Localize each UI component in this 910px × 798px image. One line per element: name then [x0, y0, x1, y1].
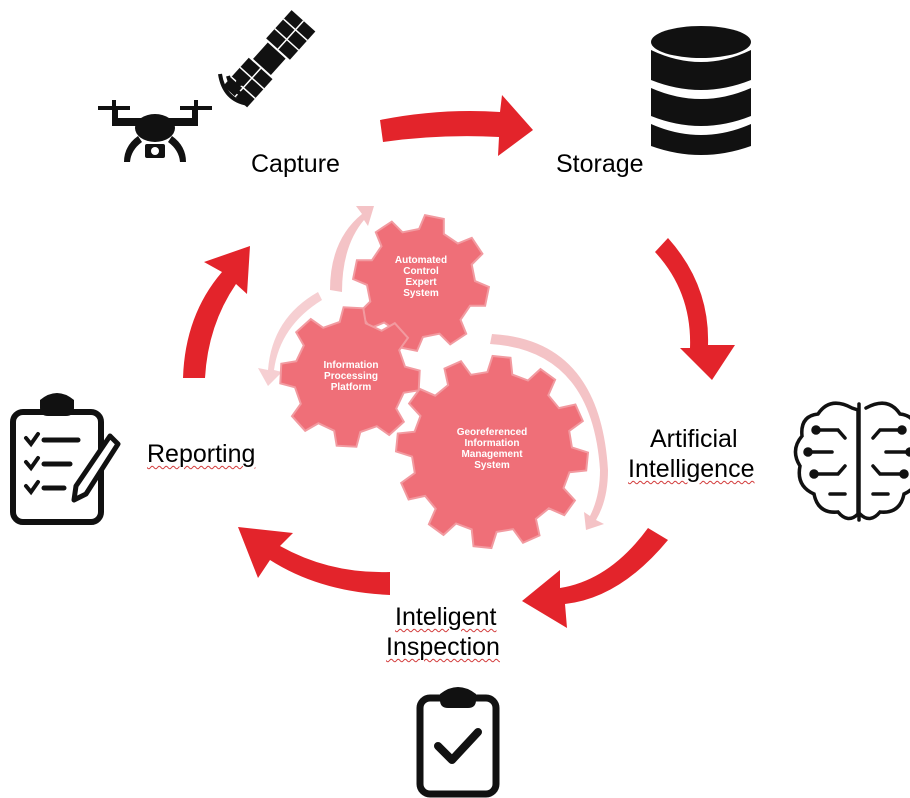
stage-label-inspection-line1: Inteligent — [395, 603, 497, 631]
stage-label-inspection-line2: Inspection — [386, 633, 500, 661]
arrow-ai-to-inspection — [522, 528, 668, 628]
inner-arrow-right — [490, 334, 608, 530]
gears-group — [279, 213, 590, 550]
database-icon — [651, 26, 751, 155]
arrow-inspection-to-reporting — [238, 527, 390, 595]
stage-label-capture: Capture — [251, 150, 340, 178]
stage-label-ai-line2: Intelligence — [628, 455, 755, 483]
inner-arrow-top — [330, 206, 374, 292]
drone-icon — [98, 100, 212, 162]
clipboard-checklist-pencil-icon — [10, 393, 121, 525]
stage-label-reporting: Reporting — [147, 440, 256, 468]
signal-waves-icon — [218, 73, 249, 106]
stage-label-ai-line1: Artificial — [650, 425, 738, 453]
arrow-storage-to-ai — [655, 238, 735, 380]
clipboard-check-icon — [416, 687, 500, 798]
gear-automated — [351, 213, 491, 353]
gear-label-information: Information Processing Platform — [323, 360, 379, 393]
gear-georeferenced — [394, 354, 590, 550]
gear-label-automated: Automated Control Expert System — [394, 255, 448, 299]
satellite-icon — [223, 10, 316, 108]
arrow-reporting-to-capture — [183, 246, 250, 378]
gear-label-georeferenced: Georeferenced Information Management Sys… — [456, 427, 528, 471]
stage-label-storage: Storage — [556, 150, 644, 178]
brain-circuit-icon — [793, 401, 910, 522]
arrow-capture-to-storage — [380, 95, 533, 156]
gear-information — [279, 306, 421, 448]
inner-arrow-left — [258, 292, 322, 386]
